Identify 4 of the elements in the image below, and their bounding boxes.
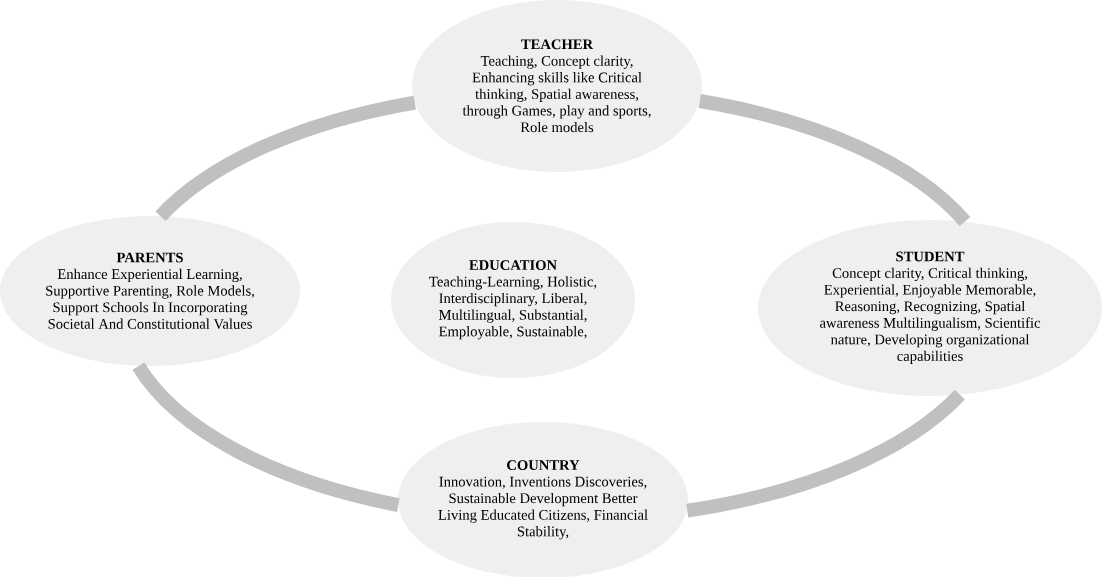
ring-connector: [132, 362, 400, 512]
ring-connector: [155, 95, 417, 222]
ring-connector: [686, 389, 965, 518]
ring-connector: [698, 94, 971, 227]
